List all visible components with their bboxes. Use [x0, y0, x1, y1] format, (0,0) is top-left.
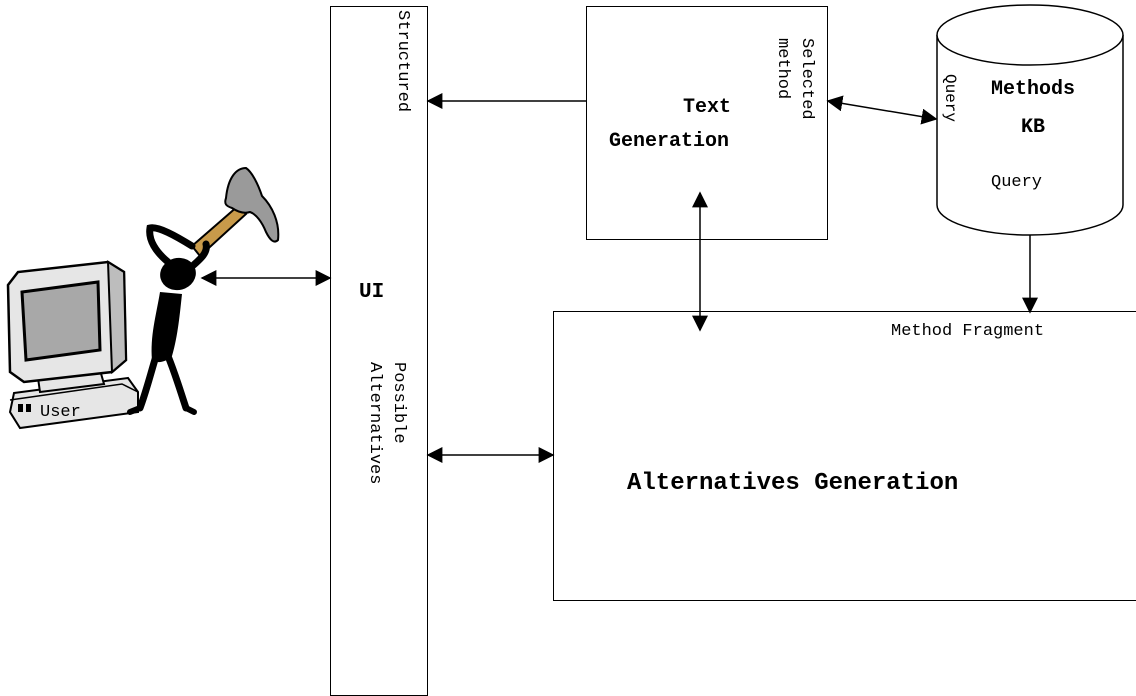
methods-kb-cylinder [936, 4, 1124, 236]
connector-layer [6, 4, 1124, 463]
ui-box [330, 6, 428, 696]
ui-label: UI [359, 281, 385, 304]
text-generation-title-line2: Generation [609, 130, 730, 153]
text-generation-side-method: method [773, 38, 792, 100]
alternatives-generation-title: Alternatives Generation [627, 470, 959, 497]
alternatives-generation-corner-label: Method Fragment [891, 322, 1045, 341]
methods-kb-query-side: Query [941, 74, 959, 123]
arrow-textgen-methodskb [826, 95, 938, 125]
diagram-canvas: UI Structured Possible Alternatives Text… [6, 4, 1136, 696]
ui-side-label-possible: Possible [389, 362, 408, 444]
methods-kb-title-line1: Methods [990, 78, 1075, 101]
text-generation-side-selected: Selected [797, 38, 816, 120]
text-generation-title-line1: Text [682, 96, 731, 119]
ui-side-label-alternatives: Alternatives [365, 362, 384, 485]
user-label: User [40, 403, 81, 422]
ui-side-label-structured: Structured [393, 10, 412, 113]
methods-kb-query-bottom: Query [991, 173, 1043, 192]
text-generation-box [586, 6, 828, 240]
alternatives-generation-box [553, 311, 1136, 601]
user-figure-icon [127, 166, 280, 415]
methods-kb-title-line2: KB [1020, 116, 1045, 139]
